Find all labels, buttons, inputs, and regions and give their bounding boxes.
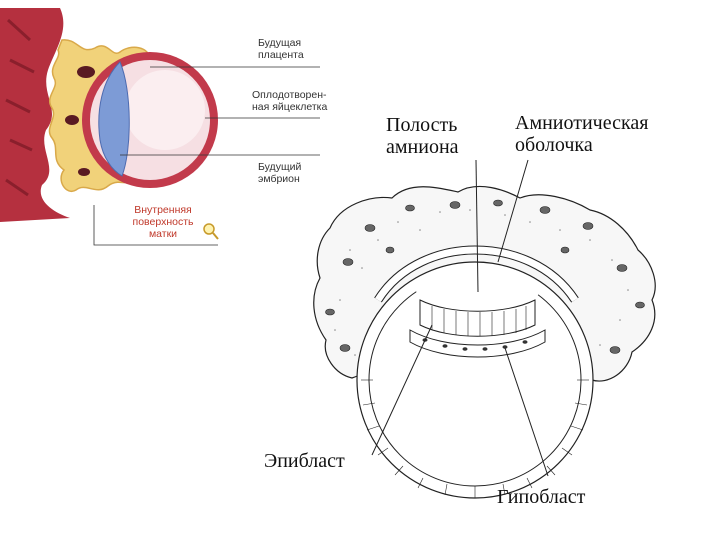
label-future-embryo: Будущий эмбрион: [258, 161, 302, 185]
amniotic-membrane-inner: [375, 246, 578, 302]
hypoblast: [409, 329, 546, 358]
label-amniotic-membrane: Амниотическая оболочка: [515, 112, 649, 156]
hypoblast-nuclei: [422, 338, 528, 351]
uterine-wall-folds: [5, 18, 35, 197]
ring-cells: [361, 379, 589, 498]
label-epiblast: Эпибласт: [264, 450, 345, 472]
embryo-mass: [98, 61, 130, 177]
stipple-texture: [334, 209, 629, 356]
pointer-line: [371, 324, 433, 456]
pointer-line: [475, 159, 479, 293]
magnifier-icon[interactable]: [203, 223, 219, 240]
pointer-line: [504, 347, 549, 477]
lacuna: [77, 66, 95, 78]
epiblast: [419, 299, 536, 337]
label-amnion-cavity: Полость амниона: [386, 114, 459, 158]
label-fertilized-egg: Оплодотворен- ная яйцеклетка: [252, 89, 328, 113]
lacuna: [78, 168, 90, 176]
label-hypoblast: Гипобласт: [497, 486, 586, 508]
epiblast-cells: [431, 306, 527, 336]
lacuna: [65, 115, 79, 125]
label-uterus-inner-surface: Внутренняя поверхность матки: [132, 204, 194, 240]
label-future-placenta: Будущая плацента: [258, 37, 304, 61]
trophoblast-nuclei: [325, 199, 645, 354]
pointer-line: [497, 159, 529, 263]
uterine-wall: [0, 8, 70, 222]
pointer-line: [93, 205, 218, 246]
egg-cavity-highlight: [125, 70, 205, 150]
